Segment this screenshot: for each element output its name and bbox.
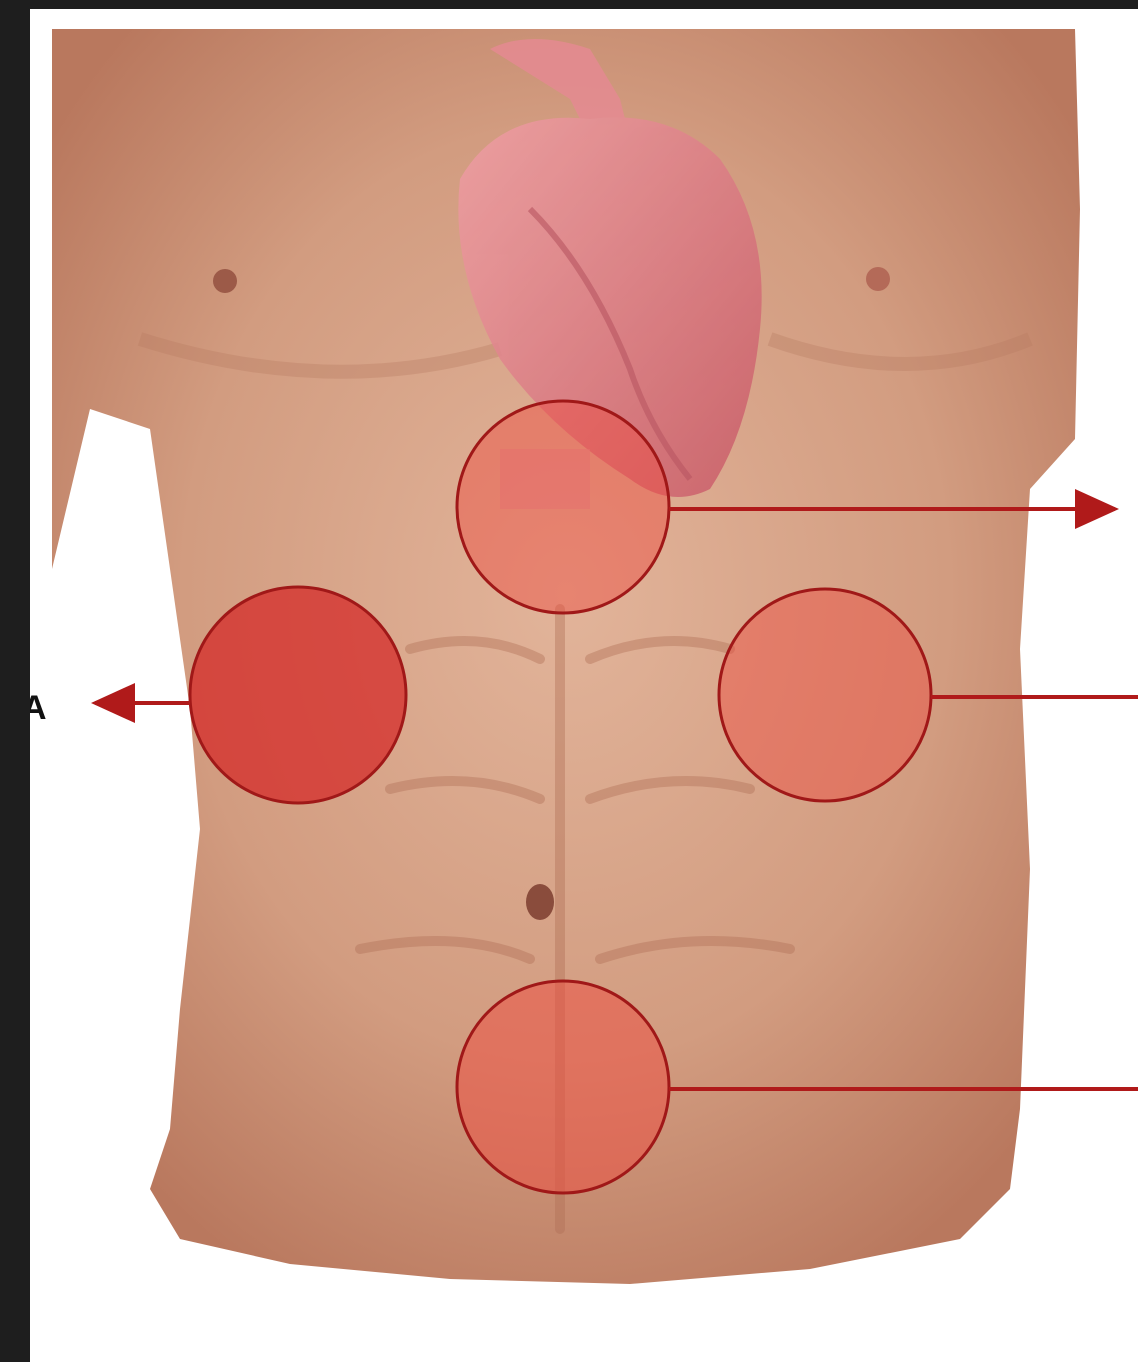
right-nipple [866, 267, 890, 291]
navel [526, 884, 554, 920]
abdomen-diagram [30, 9, 1138, 1362]
region-marker-right-abdomen[interactable] [719, 589, 931, 801]
region-marker-left-abdomen[interactable] [190, 587, 406, 803]
region-marker-hypogastric[interactable] [457, 981, 669, 1193]
region-marker-epigastric[interactable] [457, 401, 669, 613]
left-nipple [213, 269, 237, 293]
diagram-panel: A [30, 9, 1138, 1362]
label-a: A [30, 691, 47, 725]
